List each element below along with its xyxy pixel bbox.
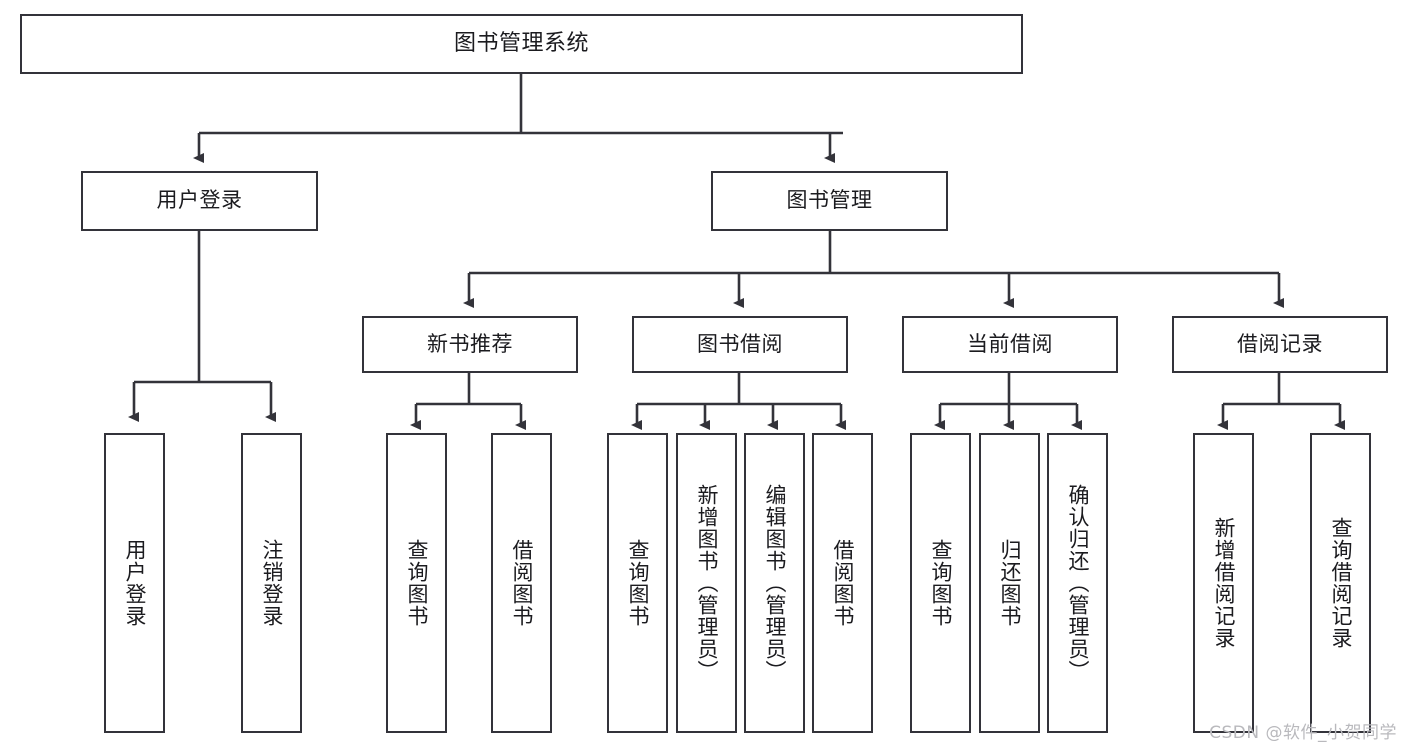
leaf-query-book-2[interactable]: 查询图书 [607, 433, 668, 733]
leaf-return-book[interactable]: 归还图书 [979, 433, 1040, 733]
node-root-label: 图书管理系统 [453, 30, 589, 56]
node-user-login-label: 用户登录 [156, 188, 243, 213]
leaf-add-record[interactable]: 新增借阅记录 [1193, 433, 1254, 733]
node-user-login[interactable]: 用户登录 [81, 171, 318, 231]
leaf-query-book-1-label: 查询图书 [404, 539, 429, 627]
node-new-book-recommend-label: 新书推荐 [427, 331, 513, 356]
node-book-borrow-label: 图书借阅 [697, 331, 783, 356]
node-book-manage-label: 图书管理 [786, 188, 873, 213]
node-book-borrow[interactable]: 图书借阅 [632, 316, 848, 373]
leaf-add-record-label: 新增借阅记录 [1211, 517, 1236, 649]
leaf-user-login-label: 用户登录 [122, 539, 147, 627]
leaf-add-book-label: 新增图书（管理员） [694, 484, 719, 682]
leaf-borrow-book-1[interactable]: 借阅图书 [491, 433, 552, 733]
node-new-book-recommend[interactable]: 新书推荐 [362, 316, 578, 373]
leaf-query-book-3-label: 查询图书 [928, 539, 953, 627]
node-current-borrow-label: 当前借阅 [967, 331, 1053, 356]
node-root[interactable]: 图书管理系统 [20, 14, 1023, 74]
leaf-logout-label: 注销登录 [259, 539, 284, 627]
node-borrow-record-label: 借阅记录 [1237, 331, 1323, 356]
leaf-confirm-return-label: 确认归还（管理员） [1065, 484, 1090, 682]
leaf-query-book-1[interactable]: 查询图书 [386, 433, 447, 733]
leaf-return-book-label: 归还图书 [997, 539, 1022, 627]
leaf-query-record[interactable]: 查询借阅记录 [1310, 433, 1371, 733]
node-book-manage[interactable]: 图书管理 [711, 171, 948, 231]
leaf-add-book[interactable]: 新增图书（管理员） [676, 433, 737, 733]
leaf-borrow-book-1-label: 借阅图书 [509, 539, 534, 627]
leaf-logout[interactable]: 注销登录 [241, 433, 302, 733]
leaf-edit-book[interactable]: 编辑图书（管理员） [744, 433, 805, 733]
leaf-edit-book-label: 编辑图书（管理员） [762, 484, 787, 682]
leaf-borrow-book-2[interactable]: 借阅图书 [812, 433, 873, 733]
leaf-user-login[interactable]: 用户登录 [104, 433, 165, 733]
leaf-query-record-label: 查询借阅记录 [1328, 517, 1353, 649]
node-current-borrow[interactable]: 当前借阅 [902, 316, 1118, 373]
leaf-query-book-2-label: 查询图书 [625, 539, 650, 627]
leaf-borrow-book-2-label: 借阅图书 [830, 539, 855, 627]
node-borrow-record[interactable]: 借阅记录 [1172, 316, 1388, 373]
leaf-query-book-3[interactable]: 查询图书 [910, 433, 971, 733]
leaf-confirm-return[interactable]: 确认归还（管理员） [1047, 433, 1108, 733]
